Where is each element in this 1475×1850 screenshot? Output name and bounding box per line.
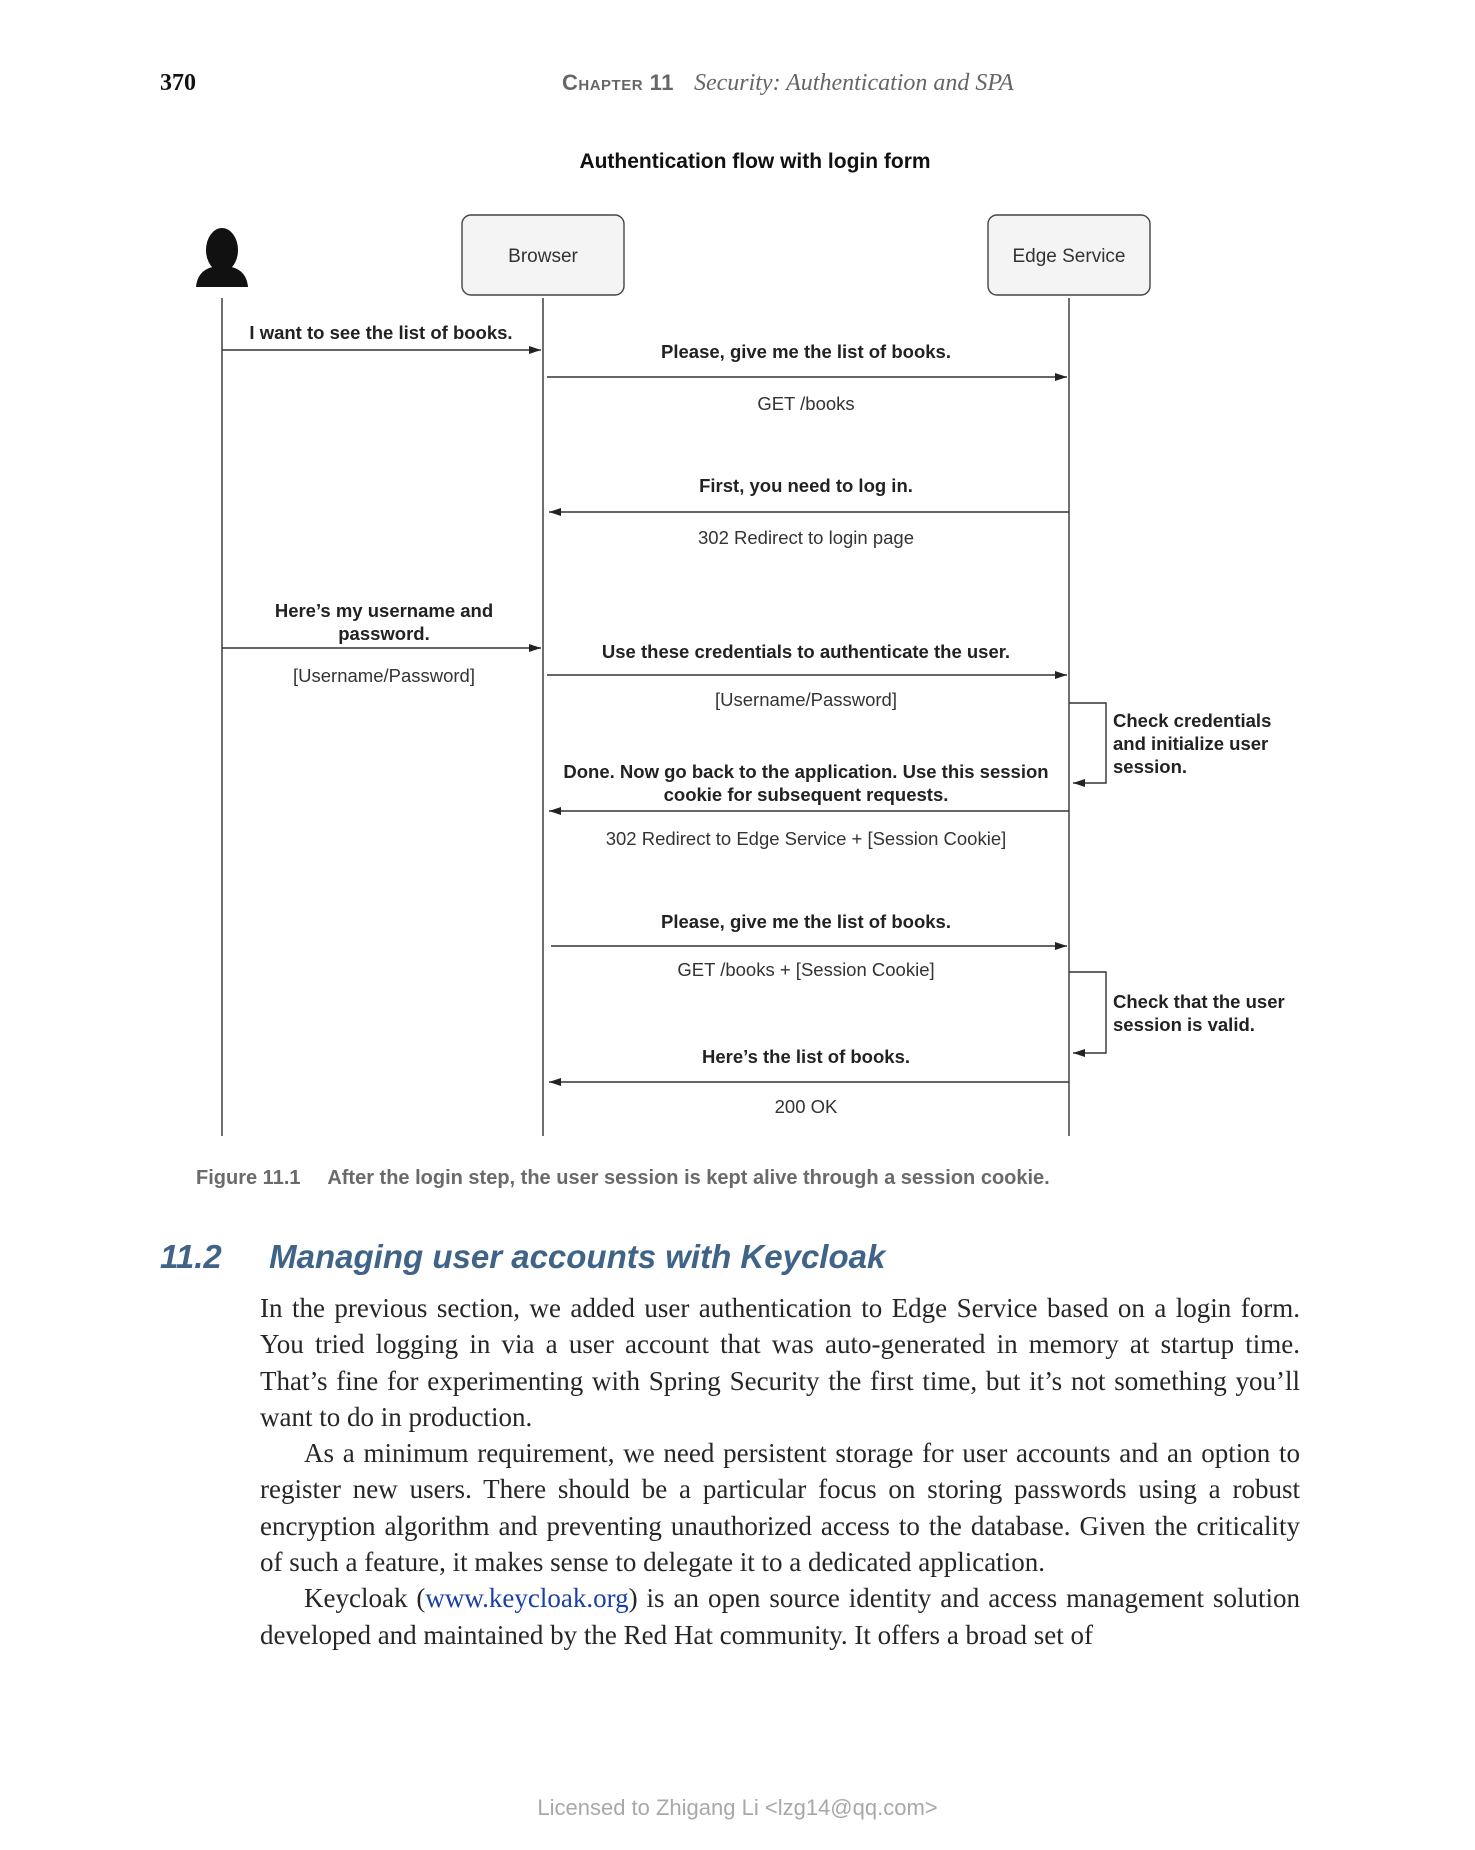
message-label: I want to see the list of books. [249,322,512,343]
edge-service-label: Edge Service [1012,246,1125,267]
chapter-label: Chapter 11 [562,70,674,95]
message-detail: 200 OK [775,1096,838,1117]
message-label: Use these credentials to authenticate th… [602,641,1010,662]
figure-caption-text: After the login step, the user session i… [327,1167,1050,1189]
message-label: First, you need to log in. [699,475,913,496]
message-label: Please, give me the list of books. [661,911,951,932]
self-message-label: Check that the user [1113,991,1285,1012]
self-message-arrow [1069,971,1107,1057]
message-detail: [Username/Password] [293,665,475,686]
diagram-title: Authentication flow with login form [579,150,930,173]
message-label: cookie for subsequent requests. [664,784,949,805]
figure-caption: Figure 11.1 After the login step, the us… [196,1167,1050,1190]
paragraph: In the previous section, we added user a… [260,1293,1300,1432]
message-label: Please, give me the list of books. [661,341,951,362]
paragraph-text: Keycloak ( [304,1583,426,1614]
section-heading: 11.2 Managing user accounts with Keycloa… [160,1238,885,1276]
page-number: 370 [160,70,196,96]
browser-label: Browser [508,246,578,267]
sequence-diagram: Authentication flow with login form Brow… [196,150,1285,1136]
paragraph: Keycloak (www.keycloak.org) is an open s… [260,1580,1300,1653]
message-label: password. [338,623,430,644]
message-label: Here’s my username and [275,600,493,621]
self-message-arrow [1069,702,1107,787]
message-detail: [Username/Password] [715,689,897,710]
self-message-label: and initialize user [1113,733,1268,754]
message-detail: 302 Redirect to login page [698,527,914,548]
keycloak-link[interactable]: www.keycloak.org [425,1583,629,1614]
message-label: Here’s the list of books. [702,1046,910,1067]
figure-label: Figure 11.1 [196,1167,301,1189]
body-text: In the previous section, we added user a… [260,1290,1300,1653]
self-message-label: session is valid. [1113,1014,1255,1035]
message-detail: GET /books + [Session Cookie] [677,959,934,980]
message-label: Done. Now go back to the application. Us… [563,761,1048,782]
running-header: Chapter 11 Security: Authentication and … [562,70,1014,97]
browser-participant: Browser [461,214,625,296]
section-title: Managing user accounts with Keycloak [269,1238,886,1275]
edge-service-participant: Edge Service [987,214,1151,296]
paragraph: As a minimum requirement, we need persis… [260,1438,1300,1578]
chapter-title: Security: Authentication and SPA [693,70,1014,96]
user-icon [196,228,248,287]
self-message-label: Check credentials [1113,710,1271,731]
message-detail: 302 Redirect to Edge Service + [Session … [606,828,1007,849]
message-detail: GET /books [757,393,854,414]
self-message-label: session. [1113,756,1187,777]
license-footer: Licensed to Zhigang Li <lzg14@qq.com> [537,1795,938,1820]
paragraph-text: ) is an open source identity and access … [260,1583,1300,1650]
section-number: 11.2 [160,1238,222,1275]
